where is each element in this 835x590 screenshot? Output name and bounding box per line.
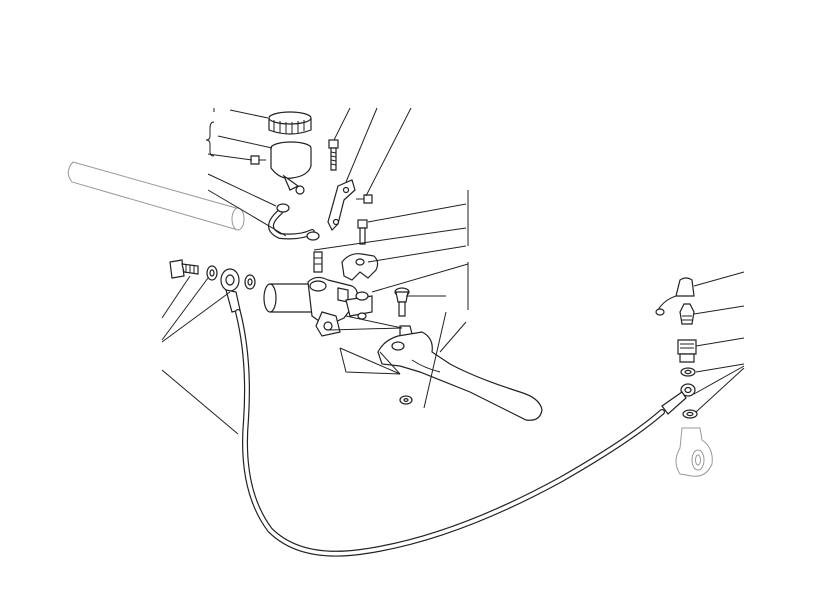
slave-cylinder-port [675,427,713,477]
lever-pivot-bolt [394,287,410,317]
clamp-half [341,253,379,281]
right-banjo-fitting [661,383,696,415]
reservoir-bracket [327,179,356,232]
reservoir-body [270,141,312,195]
leader-lines [161,107,745,435]
banjo-fitting [220,268,241,313]
sealing-washer [206,265,256,290]
brake-hose [235,309,665,557]
reservoir-cap [268,111,312,135]
bracket-bolt [328,139,339,171]
clutch-lever [377,331,543,421]
pivot-nut [399,325,413,405]
hose-fitting [313,251,323,273]
reservoir-screw [250,155,266,165]
banjo-bolt [169,259,199,279]
master-cylinder [263,276,373,337]
clamp-bolt [357,219,368,245]
bleed-nipple [677,339,697,363]
rubber-cap [655,277,695,316]
bracket-screw [356,194,373,204]
bleed-valve [679,303,695,325]
feed-hose [268,209,315,240]
callout-brace [205,108,469,310]
hose-clamp [276,203,320,241]
right-washer [680,367,698,419]
